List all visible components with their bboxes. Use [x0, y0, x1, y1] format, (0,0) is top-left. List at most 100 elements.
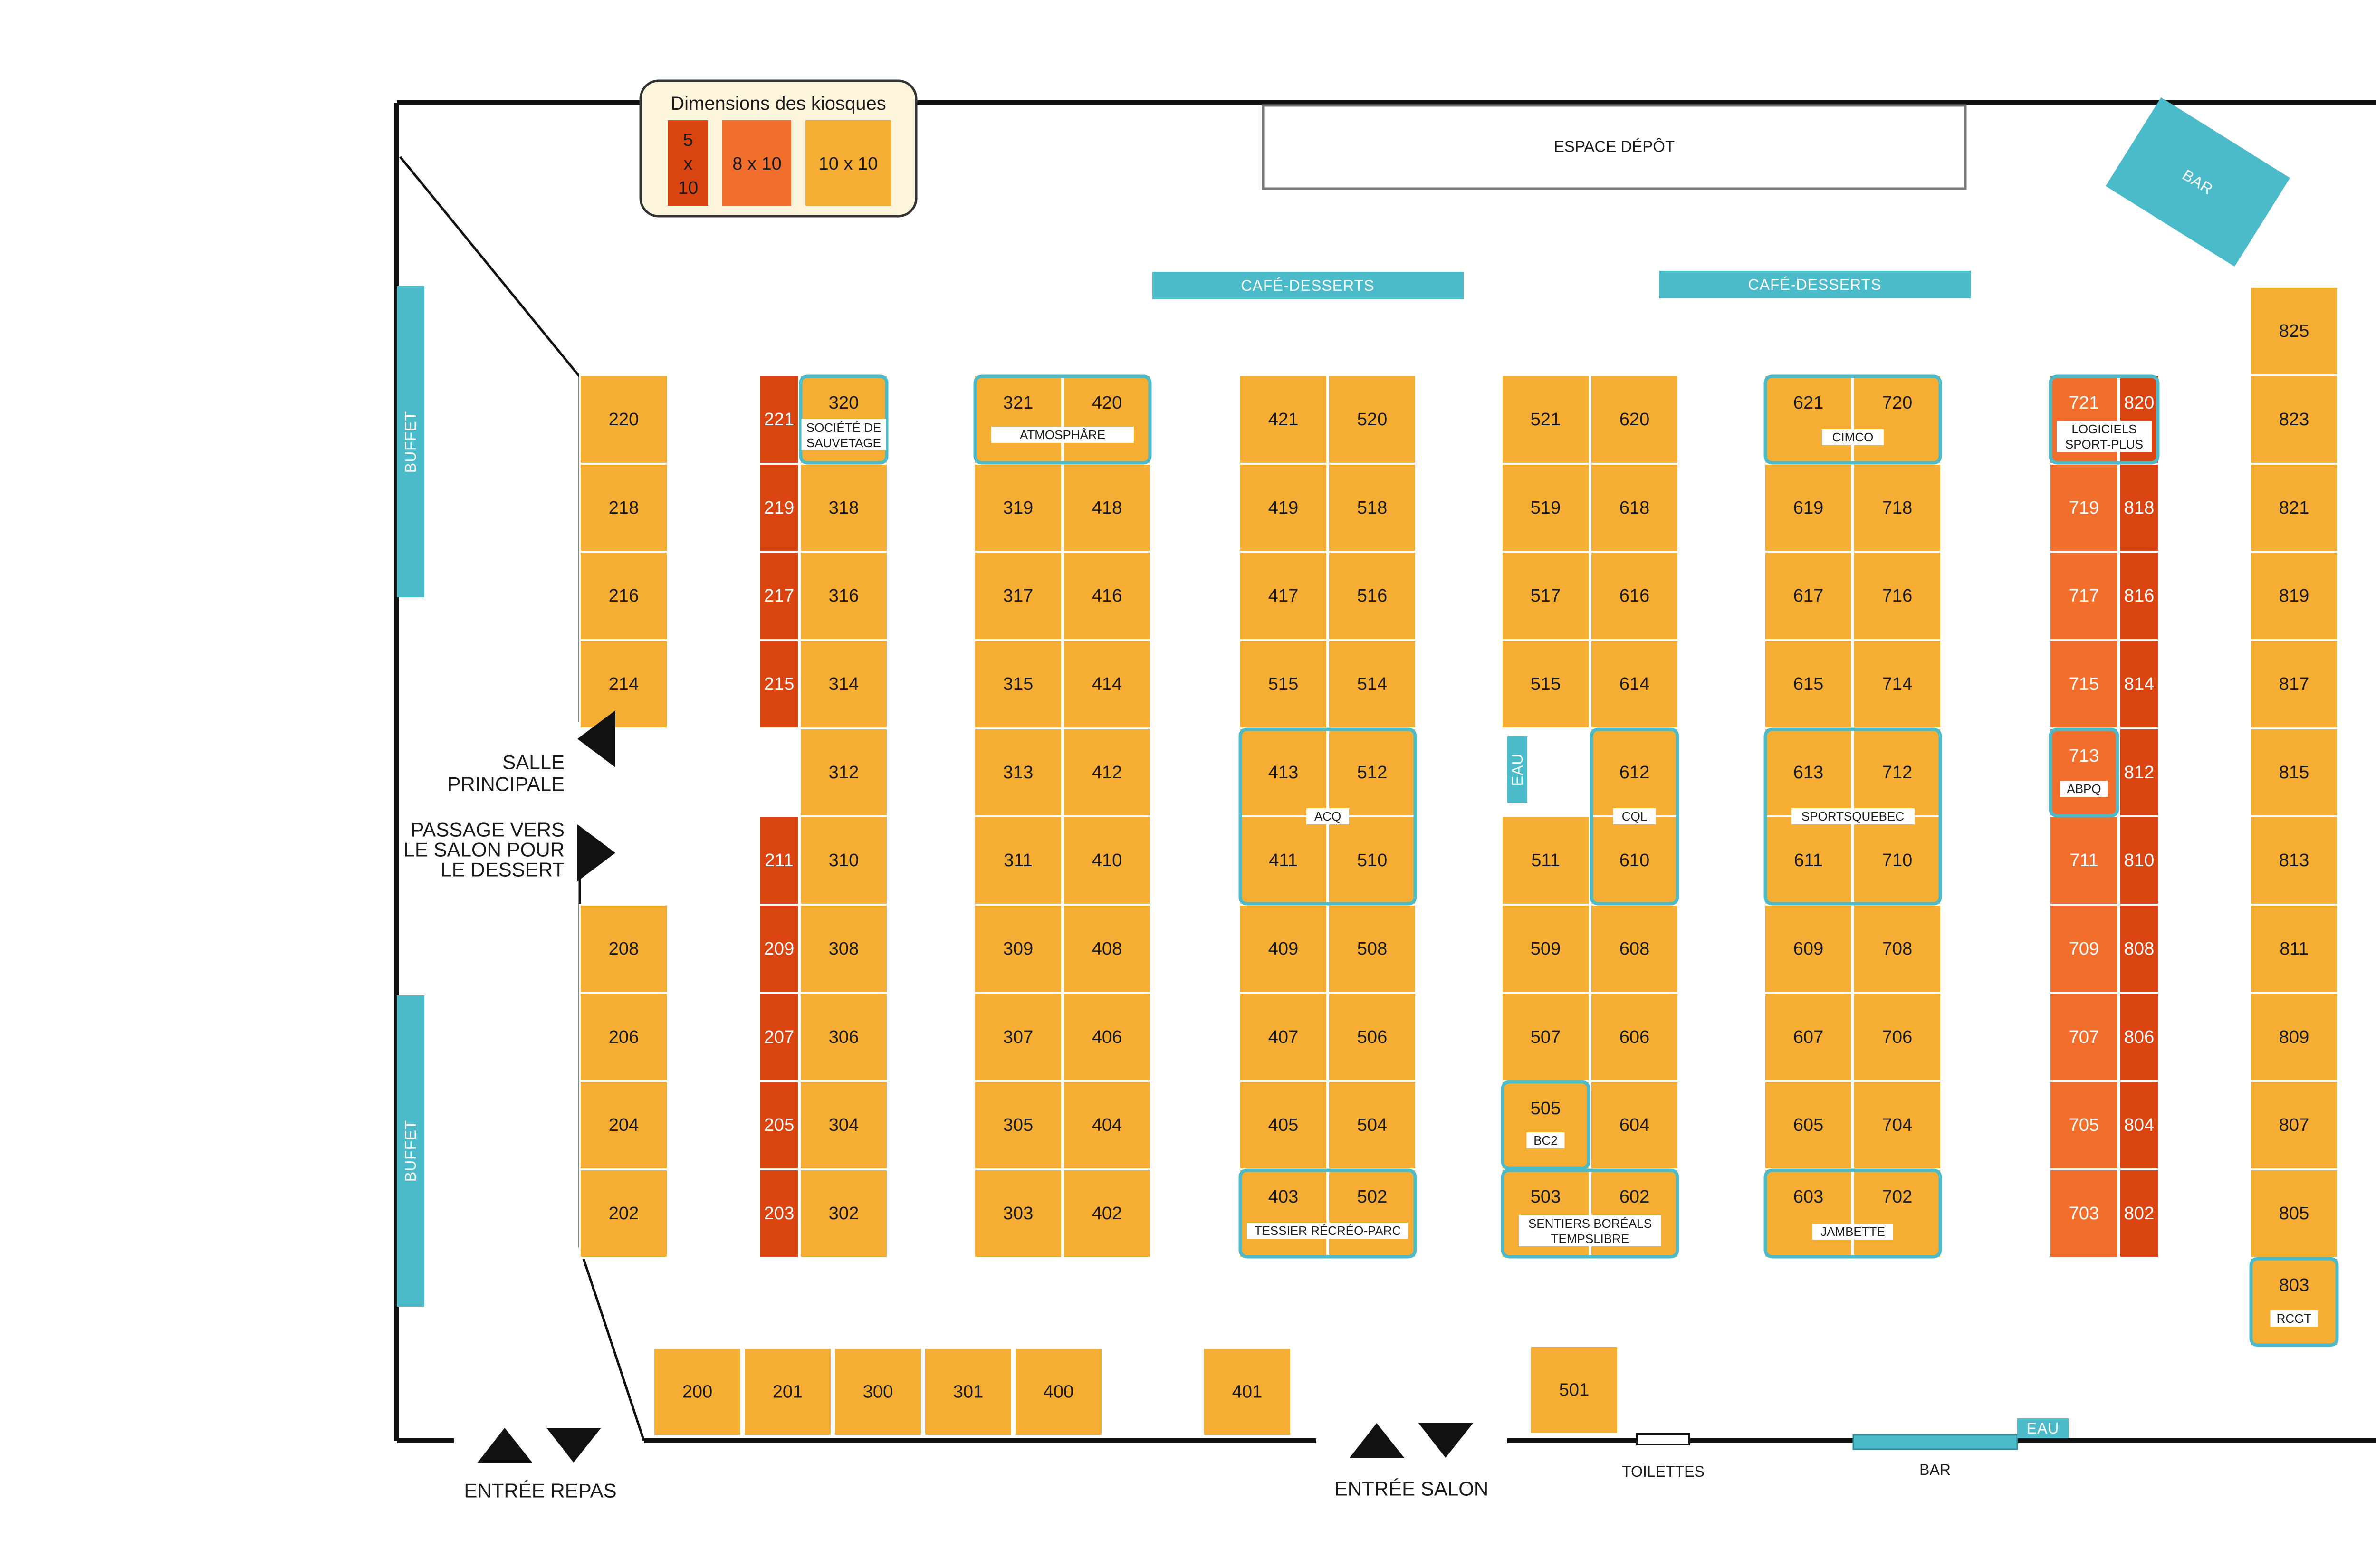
booth-606[interactable]: 606: [1590, 992, 1679, 1082]
booth-621[interactable]: 621: [1763, 374, 1853, 465]
booth-823[interactable]: 823: [2249, 374, 2339, 465]
booth-620[interactable]: 620: [1590, 374, 1679, 465]
booth-809[interactable]: 809: [2249, 992, 2339, 1082]
booth-619[interactable]: 619: [1763, 463, 1853, 553]
booth-211[interactable]: 211: [758, 815, 800, 906]
booth-816[interactable]: 816: [2118, 551, 2160, 641]
booth-704[interactable]: 704: [1852, 1080, 1942, 1170]
booth-712[interactable]: 712: [1852, 727, 1942, 818]
booth-208[interactable]: 208: [579, 904, 669, 994]
booth-209[interactable]: 209: [758, 904, 800, 994]
booth-506[interactable]: 506: [1327, 992, 1417, 1082]
group-cql[interactable]: CQL: [1590, 727, 1679, 906]
booth-314[interactable]: 314: [799, 639, 889, 729]
booth-206[interactable]: 206: [579, 992, 669, 1082]
booth-306[interactable]: 306: [799, 992, 889, 1082]
booth-713[interactable]: 713: [2049, 727, 2119, 818]
booth-300[interactable]: 300: [833, 1347, 923, 1437]
booth-509[interactable]: 509: [1501, 904, 1590, 994]
booth-204[interactable]: 204: [579, 1080, 669, 1170]
booth-410[interactable]: 410: [1062, 815, 1152, 906]
group-sportsquebec[interactable]: SPORTSQUEBEC: [1763, 727, 1942, 906]
booth-308[interactable]: 308: [799, 904, 889, 994]
booth-508[interactable]: 508: [1327, 904, 1417, 994]
booth-803[interactable]: 803: [2249, 1257, 2339, 1347]
booth-618[interactable]: 618: [1590, 463, 1679, 553]
booth-321[interactable]: 321: [973, 374, 1063, 465]
booth-317[interactable]: 317: [973, 551, 1063, 641]
group-abpq[interactable]: ABPQ: [2049, 727, 2119, 818]
booth-714[interactable]: 714: [1852, 639, 1942, 729]
booth-220[interactable]: 220: [579, 374, 669, 465]
booth-521[interactable]: 521: [1501, 374, 1590, 465]
booth-505[interactable]: 505: [1501, 1080, 1590, 1170]
booth-608[interactable]: 608: [1590, 904, 1679, 994]
booth-319[interactable]: 319: [973, 463, 1063, 553]
booth-812[interactable]: 812: [2118, 727, 2160, 818]
booth-421[interactable]: 421: [1238, 374, 1328, 465]
booth-404[interactable]: 404: [1062, 1080, 1152, 1170]
booth-815[interactable]: 815: [2249, 727, 2339, 818]
booth-406[interactable]: 406: [1062, 992, 1152, 1082]
booth-804[interactable]: 804: [2118, 1080, 2160, 1170]
booth-417[interactable]: 417: [1238, 551, 1328, 641]
booth-818[interactable]: 818: [2118, 463, 2160, 553]
booth-215[interactable]: 215: [758, 639, 800, 729]
booth-217[interactable]: 217: [758, 551, 800, 641]
booth-810[interactable]: 810: [2118, 815, 2160, 906]
booth-307[interactable]: 307: [973, 992, 1063, 1082]
booth-316[interactable]: 316: [799, 551, 889, 641]
booth-814[interactable]: 814: [2118, 639, 2160, 729]
booth-710[interactable]: 710: [1852, 815, 1942, 906]
booth-400[interactable]: 400: [1014, 1347, 1103, 1437]
booth-416[interactable]: 416: [1062, 551, 1152, 641]
group-bc2[interactable]: BC2: [1501, 1080, 1590, 1170]
booth-821[interactable]: 821: [2249, 463, 2339, 553]
booth-221[interactable]: 221: [758, 374, 800, 465]
booth-218[interactable]: 218: [579, 463, 669, 553]
booth-304[interactable]: 304: [799, 1080, 889, 1170]
booth-817[interactable]: 817: [2249, 639, 2339, 729]
booth-303[interactable]: 303: [973, 1168, 1063, 1259]
booth-808[interactable]: 808: [2118, 904, 2160, 994]
booth-610[interactable]: 610: [1590, 815, 1679, 906]
group-rcgt[interactable]: RCGT: [2249, 1257, 2339, 1347]
booth-520[interactable]: 520: [1327, 374, 1417, 465]
booth-412[interactable]: 412: [1062, 727, 1152, 818]
booth-310[interactable]: 310: [799, 815, 889, 906]
booth-706[interactable]: 706: [1852, 992, 1942, 1082]
booth-825[interactable]: 825: [2249, 286, 2339, 376]
booth-708[interactable]: 708: [1852, 904, 1942, 994]
booth-716[interactable]: 716: [1852, 551, 1942, 641]
booth-807[interactable]: 807: [2249, 1080, 2339, 1170]
group-acq[interactable]: ACQ: [1238, 727, 1417, 906]
booth-615[interactable]: 615: [1763, 639, 1853, 729]
booth-715[interactable]: 715: [2049, 639, 2119, 729]
booth-607[interactable]: 607: [1763, 992, 1853, 1082]
booth-511[interactable]: 511: [1501, 815, 1590, 906]
booth-203[interactable]: 203: [758, 1168, 800, 1259]
booth-515[interactable]: 515: [1501, 639, 1590, 729]
booth-413[interactable]: 413: [1238, 727, 1328, 818]
booth-312[interactable]: 312: [799, 727, 889, 818]
booth-517[interactable]: 517: [1501, 551, 1590, 641]
booth-200[interactable]: 200: [652, 1347, 742, 1437]
booth-411[interactable]: 411: [1238, 815, 1328, 906]
booth-305[interactable]: 305: [973, 1080, 1063, 1170]
booth-501[interactable]: 501: [1529, 1345, 1619, 1435]
booth-614[interactable]: 614: [1590, 639, 1679, 729]
booth-202[interactable]: 202: [579, 1168, 669, 1259]
booth-205[interactable]: 205: [758, 1080, 800, 1170]
booth-318[interactable]: 318: [799, 463, 889, 553]
booth-403[interactable]: 403: [1238, 1168, 1328, 1259]
booth-214[interactable]: 214: [579, 639, 669, 729]
booth-604[interactable]: 604: [1590, 1080, 1679, 1170]
booth-313[interactable]: 313: [973, 727, 1063, 818]
booth-519[interactable]: 519: [1501, 463, 1590, 553]
booth-612[interactable]: 612: [1590, 727, 1679, 818]
booth-502[interactable]: 502: [1327, 1168, 1417, 1259]
booth-717[interactable]: 717: [2049, 551, 2119, 641]
